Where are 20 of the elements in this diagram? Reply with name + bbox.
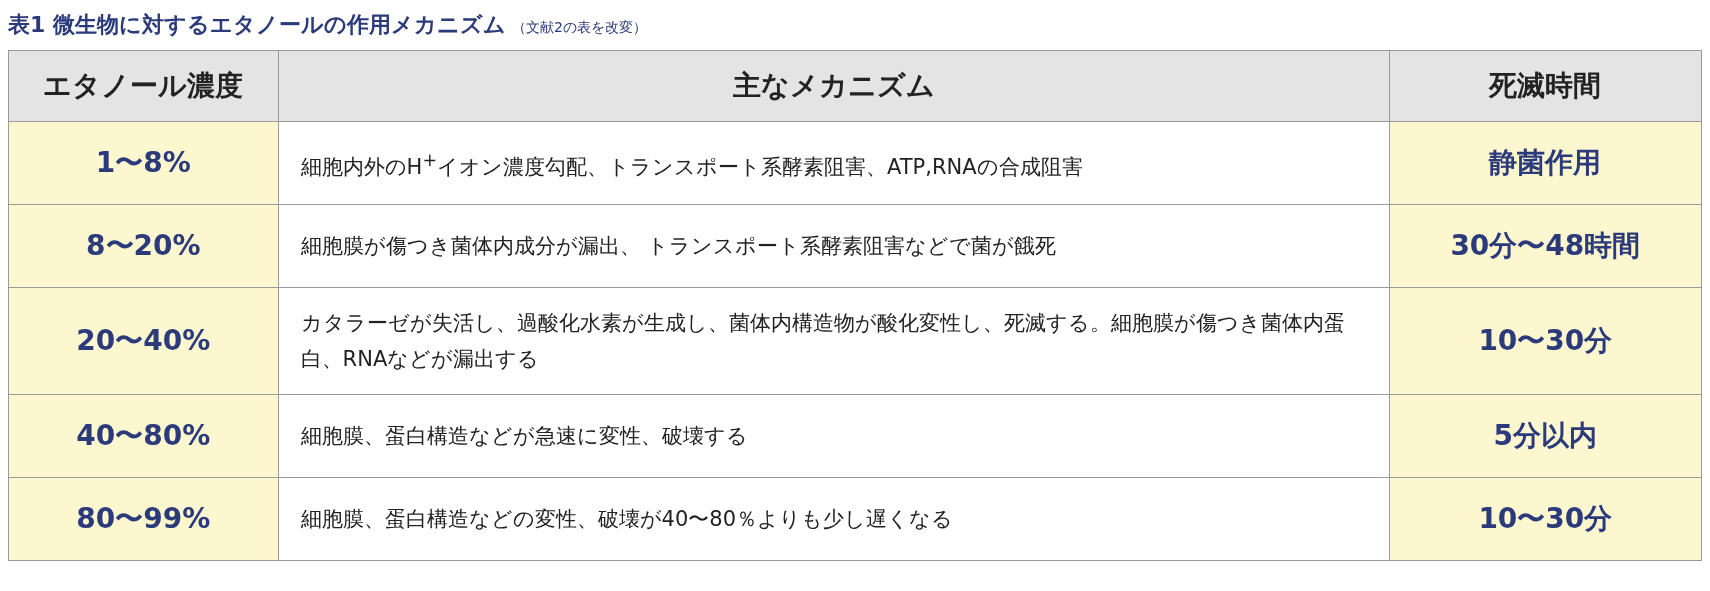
header-cell: エタノール濃度 [8,50,279,122]
table-cell: カタラーゼが失活し、過酸化水素が生成し、菌体内構造物が酸化変性し、死滅する。細胞膜が傷つき菌体内蛋白、RNAなどが漏出する [278,287,1390,395]
table-cell: 静菌作用 [1389,121,1702,205]
table-cell: 細胞膜、蛋白構造などが急速に変性、破壊する [278,394,1390,478]
table-cell: 5分以内 [1389,394,1702,478]
table-title: 表1 微生物に対するエタノールの作用メカニズム [8,11,506,39]
table-cell: 1〜8% [8,121,279,205]
table-cell: 細胞内外のH$^{+}$イオン濃度勾配、トランスポート系酵素阻害、ATP,RNAの合成阻害 [278,121,1390,205]
table-cell: 8〜20% [8,204,279,288]
table-cell: 20〜40% [8,287,279,395]
header-cell: 死滅時間 [1389,50,1702,122]
table-cell: 80〜99% [8,477,279,561]
source-note: （文献2の表を改変） [511,19,647,37]
table-cell: 10〜30分 [1389,477,1702,561]
table-cell: 10〜30分 [1389,287,1702,395]
table-cell: 細胞膜、蛋白構造などの変性、破壊が40〜80％よりも少し遅くなる [278,477,1390,561]
table-cell: 40〜80% [8,394,279,478]
table-cell: 細胞膜が傷つき菌体内成分が漏出、 トランスポート系酵素阻害などで菌が餓死 [278,204,1390,288]
table-cell: 30分〜48時間 [1389,204,1702,288]
header-cell: 主なメカニズム [278,50,1390,122]
